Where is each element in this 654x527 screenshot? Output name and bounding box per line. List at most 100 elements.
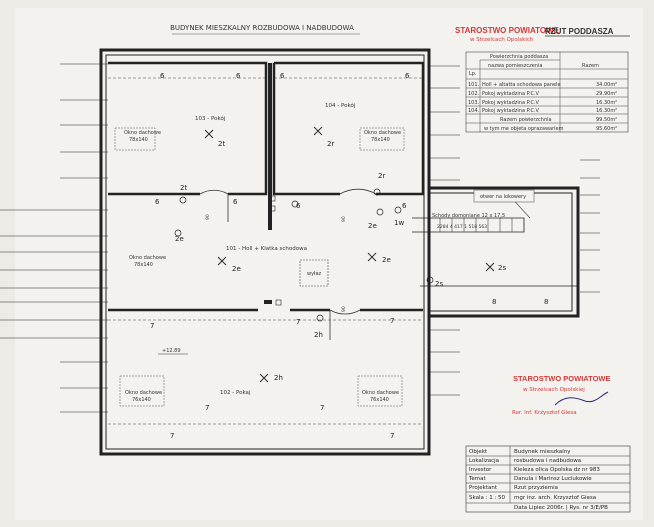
switch-icon bbox=[394, 206, 402, 214]
svg-text:7: 7 bbox=[205, 404, 209, 412]
window-3-line2: 78x140 bbox=[134, 262, 153, 268]
title-block-row: Lokalizacja rosbudowa i nadbudowa bbox=[469, 458, 581, 464]
svg-text:Pokoj wyktadzina P.C.V: Pokoj wyktadzina P.C.V bbox=[482, 100, 540, 106]
svg-text:6: 6 bbox=[405, 72, 410, 80]
svg-text:8: 8 bbox=[544, 298, 548, 306]
svg-text:102.: 102. bbox=[468, 91, 480, 97]
svg-text:Pokoj wyktadzina P.C.V: Pokoj wyktadzina P.C.V bbox=[482, 108, 540, 114]
svg-text:29.90m²: 29.90m² bbox=[596, 91, 617, 97]
door-width-1: 90 bbox=[205, 214, 211, 220]
switch-icon bbox=[174, 229, 182, 237]
svg-text:Budynek mieszkalny: Budynek mieszkalny bbox=[514, 449, 571, 455]
level-mark: +12.89 bbox=[162, 348, 181, 354]
fixture-icon bbox=[259, 373, 269, 383]
stamp-bottom: STAROSTWO POWIATOWE w Strzelcach Opolski… bbox=[512, 374, 611, 416]
svg-text:2e: 2e bbox=[175, 235, 184, 243]
fixture-icon bbox=[204, 129, 214, 139]
svg-text:2h: 2h bbox=[274, 374, 283, 382]
svg-text:2e: 2e bbox=[368, 222, 377, 230]
svg-text:2h: 2h bbox=[314, 331, 323, 339]
room-102-label: 102 - Pokaj bbox=[220, 390, 251, 396]
switch-icon bbox=[316, 314, 324, 322]
svg-text:103.: 103. bbox=[468, 100, 480, 106]
signature bbox=[554, 391, 609, 406]
svg-text:6: 6 bbox=[160, 72, 165, 80]
hatch-label: wyłaz bbox=[307, 271, 322, 277]
door-width-3: 90 bbox=[341, 306, 347, 312]
fixture-icon bbox=[217, 256, 227, 266]
stair-treads bbox=[439, 193, 531, 232]
walls bbox=[99, 48, 580, 456]
title-block-footer: Data Lipiec 2006r. | Rys. nr 3/E/PB bbox=[514, 505, 608, 511]
fixture-icon bbox=[485, 262, 495, 272]
svg-text:6: 6 bbox=[402, 202, 407, 210]
svg-text:Temat: Temat bbox=[468, 476, 487, 482]
switch-icon bbox=[426, 276, 434, 284]
svg-text:Skala : 1 : 50: Skala : 1 : 50 bbox=[469, 495, 506, 501]
paper-sheet bbox=[15, 8, 643, 520]
window-2-line2: 78x140 bbox=[371, 137, 390, 143]
svg-text:101.: 101. bbox=[468, 82, 480, 88]
svg-text:104.: 104. bbox=[468, 108, 480, 114]
switch-icon bbox=[179, 196, 187, 204]
svg-text:2s: 2s bbox=[435, 280, 443, 288]
svg-text:8: 8 bbox=[492, 298, 496, 306]
table-row: 104. Pokoj wyktadzina P.C.V 16.30m² bbox=[468, 108, 617, 114]
table-col-total: Razem bbox=[582, 63, 599, 69]
svg-text:16.30m²: 16.30m² bbox=[596, 100, 617, 106]
title-block-row: Projektant Rzut przyziemia bbox=[469, 485, 558, 491]
window-4-line1: Okno dachowe bbox=[125, 390, 162, 396]
title-block: Objekt Budynek mieszkalny Lokalizacja ro… bbox=[465, 445, 631, 513]
svg-text:2t: 2t bbox=[180, 184, 187, 192]
svg-text:16.30m²: 16.30m² bbox=[596, 108, 617, 114]
switch-icon bbox=[373, 188, 381, 196]
stamp-top-line1: STAROSTWO POWIATOWE bbox=[455, 26, 560, 35]
roof-windows: Okno dachowe 78x140 Okno dachowe 78x140 … bbox=[114, 127, 405, 407]
table-sub-label: w tym me objeta oprazawariem bbox=[484, 126, 564, 132]
window-4-line2: 76x140 bbox=[132, 397, 151, 403]
table-total-value: 99.50m² bbox=[596, 117, 617, 123]
svg-text:6: 6 bbox=[155, 198, 160, 206]
socket-icon bbox=[269, 205, 276, 212]
stamp-top: STAROSTWO POWIATOWE w Strzelcach Opolski… bbox=[455, 26, 630, 43]
window-5-line1: Okno dachowe bbox=[362, 390, 399, 396]
stamp-bottom-line2: w Strzelcach Opolskiej bbox=[523, 387, 585, 393]
lokowery-label: otwer na lokowery bbox=[480, 194, 526, 200]
light-fixtures bbox=[204, 126, 495, 383]
svg-text:Investor: Investor bbox=[469, 467, 492, 473]
door-arcs bbox=[199, 188, 377, 340]
svg-text:Rzut przyziemia: Rzut przyziemia bbox=[514, 485, 558, 491]
window-5-line2: 76x140 bbox=[370, 397, 389, 403]
fixture-icon bbox=[313, 126, 323, 136]
switch-icon bbox=[376, 208, 384, 216]
svg-text:Objekt: Objekt bbox=[469, 449, 488, 455]
svg-text:Pokoj wyktadzina P.C.V: Pokoj wyktadzina P.C.V bbox=[482, 91, 540, 97]
table-row: 101. Holl + altatta schodowa panele 34.0… bbox=[468, 82, 617, 88]
table-row: 102. Pokoj wyktadzina P.C.V 29.90m² bbox=[468, 91, 617, 97]
window-3-line1: Okno dachowe bbox=[129, 255, 166, 261]
svg-text:2r: 2r bbox=[327, 140, 334, 148]
svg-text:Danula i Marinsz Luciukowie: Danula i Marinsz Luciukowie bbox=[514, 476, 592, 482]
svg-text:2e: 2e bbox=[232, 265, 241, 273]
svg-text:7: 7 bbox=[170, 432, 174, 440]
door-width-2: 90 bbox=[341, 216, 347, 222]
stamp-top-line2: w Strzelcach Opolskich bbox=[470, 37, 534, 43]
room-104-label: 104 - Pokój bbox=[325, 102, 356, 109]
stairs-sublabel: 2284 4 417 1 518 563 bbox=[437, 224, 487, 230]
fixture-icon bbox=[367, 252, 377, 262]
svg-text:Holl + altatta schodowa panele: Holl + altatta schodowa panele bbox=[482, 82, 561, 88]
svg-text:6: 6 bbox=[236, 72, 241, 80]
svg-text:7: 7 bbox=[390, 317, 394, 325]
stamp-bottom-line1: STAROSTWO POWIATOWE bbox=[513, 374, 611, 383]
svg-text:6: 6 bbox=[296, 202, 301, 210]
table-row: 103. Pokoj wyktadzina P.C.V 16.30m² bbox=[468, 100, 617, 106]
drawing-title: BUDYNEK MIESZKALNY ROZBUDOWA I NADBUDOWA bbox=[170, 24, 354, 32]
svg-text:1w: 1w bbox=[394, 219, 404, 227]
table-sub-value: 95.60m² bbox=[596, 126, 617, 132]
roof-hatch bbox=[299, 259, 329, 287]
svg-text:34.00m²: 34.00m² bbox=[596, 82, 617, 88]
room-103-label: 103 - Pokój bbox=[195, 115, 226, 122]
table-group-header: Powierzchnia poddasza bbox=[490, 54, 548, 60]
socket-icon bbox=[269, 195, 276, 202]
